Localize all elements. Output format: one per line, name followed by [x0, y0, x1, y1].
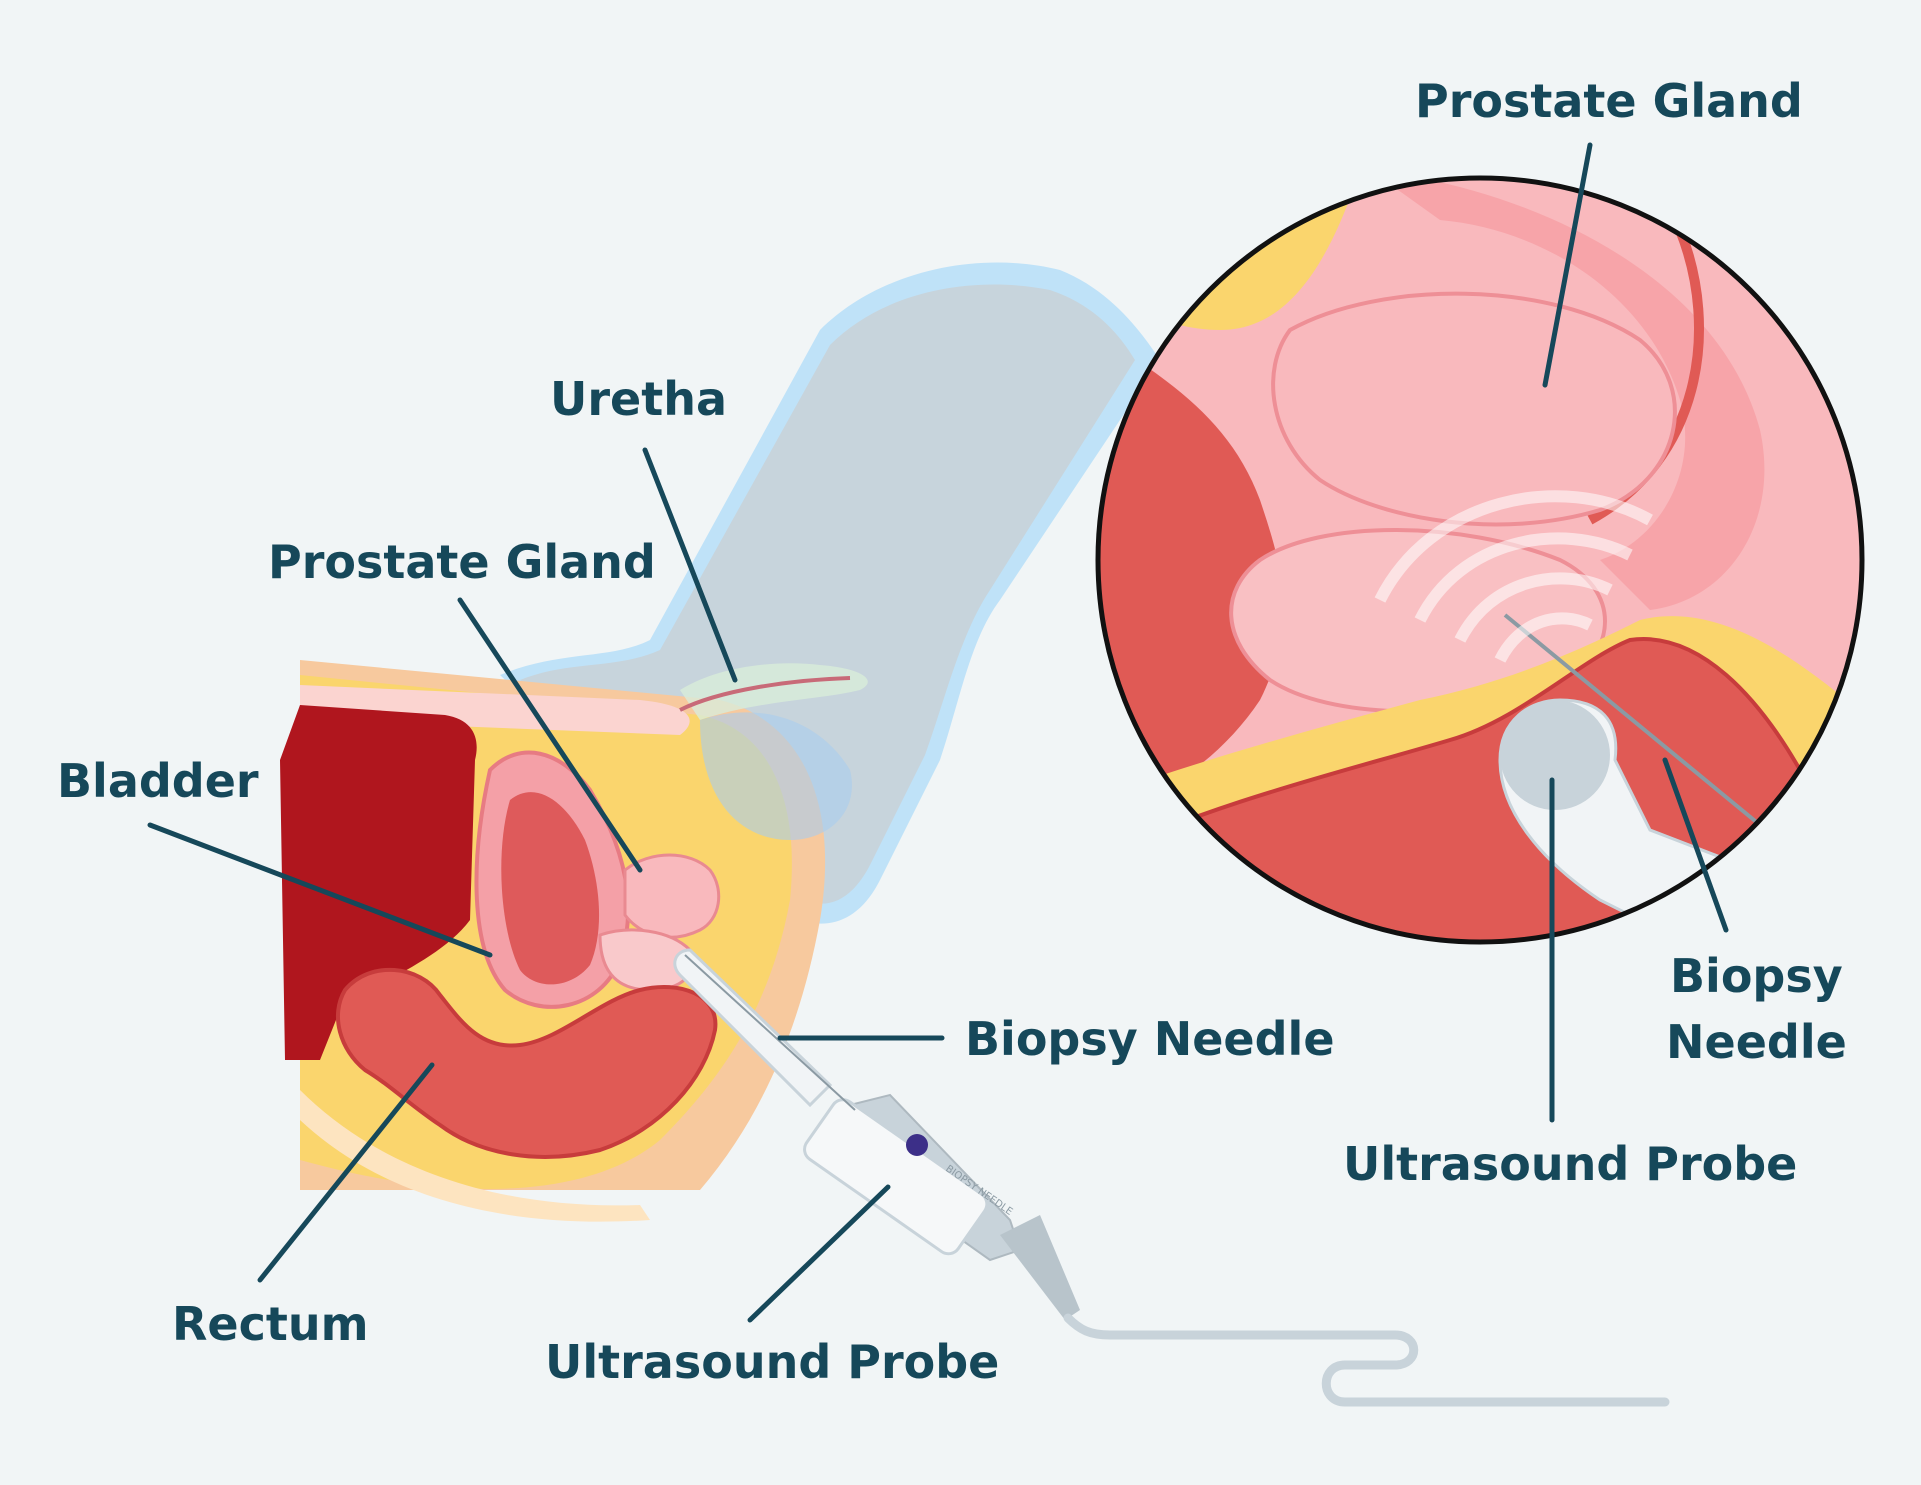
- zoom-probe-head: [1500, 700, 1610, 810]
- label-bladder: Bladder: [57, 754, 259, 808]
- leader-rectum: [257, 1062, 435, 1283]
- circle-button-icon: [906, 1134, 928, 1156]
- leader-ultrasound-main: [747, 1184, 891, 1323]
- label-prostate-zoom: Prostate Gland: [1415, 74, 1803, 128]
- urethra-channel: [679, 676, 851, 712]
- label-biopsy-zoom-line2: Needle: [1666, 1015, 1847, 1069]
- zoom-needle: [1503, 613, 1762, 827]
- leader-prostate-zoom: [1542, 142, 1593, 388]
- dark-red-organ: [280, 705, 477, 1060]
- lower-stripes: [300, 1090, 650, 1222]
- leader-uretha: [642, 447, 738, 683]
- label-ultrasound-zoom: Ultrasound Probe: [1343, 1137, 1797, 1191]
- label-ultrasound-main: Ultrasound Probe: [545, 1335, 999, 1389]
- biopsy-needle-line: [684, 954, 856, 1111]
- zoom-prostate-upper: [1271, 291, 1677, 527]
- label-biopsy-main: Biopsy Needle: [965, 1012, 1335, 1066]
- ultrasound-probe-device: BIOPSY NEEDLE: [673, 948, 1670, 1407]
- wave-arcs-icon: [1374, 490, 1653, 663]
- bladder-inner: [501, 792, 600, 985]
- leader-lines: [147, 142, 1729, 1323]
- zoom-view: [1095, 175, 1865, 945]
- leader-bladder: [147, 822, 493, 958]
- zoom-circle-border: [1095, 175, 1865, 945]
- probe-shaft: [673, 948, 833, 1108]
- pelvic-cross-section: [280, 262, 1160, 1222]
- label-uretha: Uretha: [550, 372, 727, 426]
- scrotum-region: [700, 712, 852, 840]
- zoom-tissue-red-left: [1098, 330, 1284, 820]
- labels: Uretha Prostate Gland Bladder Rectum Bio…: [57, 74, 1847, 1389]
- leader-prostate-main: [457, 597, 643, 873]
- leader-biopsy-zoom: [1662, 757, 1729, 933]
- probe-tip-cone: [1000, 1215, 1080, 1320]
- urethra-tube: [680, 663, 868, 720]
- label-biopsy-zoom-line1: Biopsy: [1670, 949, 1843, 1003]
- probe-cable: [1063, 1313, 1670, 1407]
- label-prostate-main: Prostate Gland: [268, 535, 656, 589]
- label-rectum: Rectum: [172, 1297, 369, 1351]
